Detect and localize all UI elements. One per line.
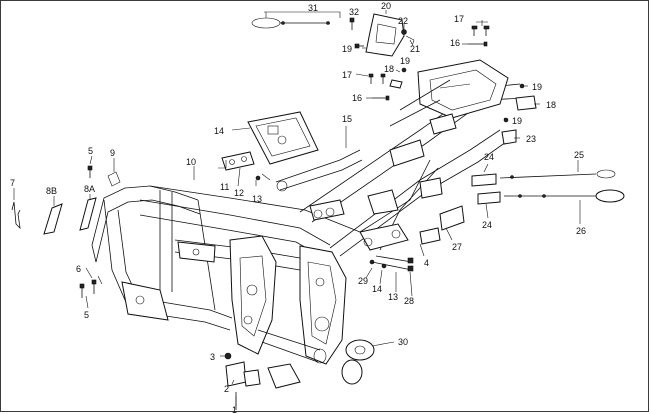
callout-29: 29 — [358, 276, 368, 286]
callout-23: 23 — [526, 134, 536, 144]
callout-19-top: 19 — [342, 44, 352, 54]
part-17-bolts — [471, 25, 490, 36]
callout-13-upper: 13 — [252, 194, 262, 204]
callout-22: 22 — [398, 16, 408, 26]
callout-9: 9 — [110, 148, 115, 158]
callout-18-mid: 18 — [384, 64, 394, 74]
part-22-nut — [401, 29, 407, 35]
part-17-mid-bolts — [368, 73, 386, 84]
callout-25: 25 — [574, 150, 584, 160]
callout-5-top: 5 — [88, 146, 93, 156]
callout-11: 11 — [220, 182, 229, 192]
part-5-bolt — [87, 165, 93, 178]
callout-24-lower: 24 — [482, 220, 492, 230]
part-31-cable — [251, 17, 330, 29]
callout-13-lower: 13 — [388, 292, 398, 302]
part-27-pad — [439, 205, 465, 231]
callout-19-lower: 19 — [512, 116, 522, 126]
part-19-washer — [401, 67, 407, 73]
callout-4-right: 4 — [424, 258, 429, 268]
callout-32: 32 — [349, 7, 359, 17]
callout-10: 10 — [186, 157, 196, 167]
callout-7: 7 — [10, 178, 15, 188]
main-frame — [91, 59, 525, 365]
callout-5-lower: 5 — [84, 310, 89, 320]
callout-12: 12 — [234, 188, 244, 198]
callout-8a: 8A — [84, 184, 95, 194]
part-9-clip — [107, 171, 121, 187]
callout-24-upper: 24 — [484, 152, 494, 162]
part-14-tray — [247, 111, 319, 165]
part-18-nut — [389, 79, 403, 89]
callout-21: 21 — [410, 44, 420, 54]
part-11-13-brackets — [221, 151, 271, 181]
part-16-bolt-top — [468, 41, 488, 47]
callout-6: 6 — [76, 264, 81, 274]
callout-labels: 31 32 20 22 17 16 19 21 17 18 19 16 19 1… — [10, 1, 586, 414]
part-19-right-washer — [519, 83, 525, 89]
part-18-right-bracket — [515, 95, 537, 111]
part-32-bolt — [349, 17, 355, 30]
part-8a-pad — [79, 197, 97, 231]
loose-parts — [11, 13, 625, 410]
part-30-plates — [341, 339, 375, 385]
callout-14-tray: 14 — [214, 126, 224, 136]
part-23-clip — [501, 129, 517, 145]
callout-16-top: 16 — [450, 38, 460, 48]
leader-lines — [13, 10, 581, 406]
callout-2: 2 — [224, 384, 229, 394]
part-19-bolt-top — [354, 43, 364, 49]
part-28-bolt-group — [369, 255, 414, 272]
callout-16-mid: 16 — [352, 93, 362, 103]
callout-3: 3 — [210, 352, 215, 362]
part-20-bracket — [365, 13, 405, 57]
part-16-bolt-mid — [372, 95, 390, 101]
callout-31: 31 — [308, 3, 318, 13]
callout-15: 15 — [342, 114, 352, 124]
part-21-clip — [405, 35, 415, 47]
part-8b-pad — [43, 203, 63, 235]
callout-27: 27 — [452, 242, 462, 252]
part-24-25-cable — [471, 169, 616, 187]
callout-19-mid: 19 — [400, 56, 410, 66]
part-24-26-cable — [477, 189, 625, 205]
callout-19-right: 19 — [532, 82, 542, 92]
part-7-wire — [11, 201, 21, 230]
callout-26: 26 — [576, 226, 586, 236]
callout-1: 1 — [232, 405, 237, 414]
callout-28: 28 — [404, 296, 414, 306]
callout-8b: 8B — [46, 186, 57, 196]
part-6-5-bolts — [79, 275, 103, 298]
callout-30: 30 — [398, 337, 408, 347]
callout-14-lower: 14 — [372, 284, 382, 294]
callout-17-top: 17 — [454, 14, 464, 24]
callout-18-right: 18 — [546, 100, 556, 110]
part-1-3-pivot — [224, 352, 301, 410]
callout-17-mid: 17 — [342, 70, 352, 80]
callout-20: 20 — [381, 1, 391, 11]
